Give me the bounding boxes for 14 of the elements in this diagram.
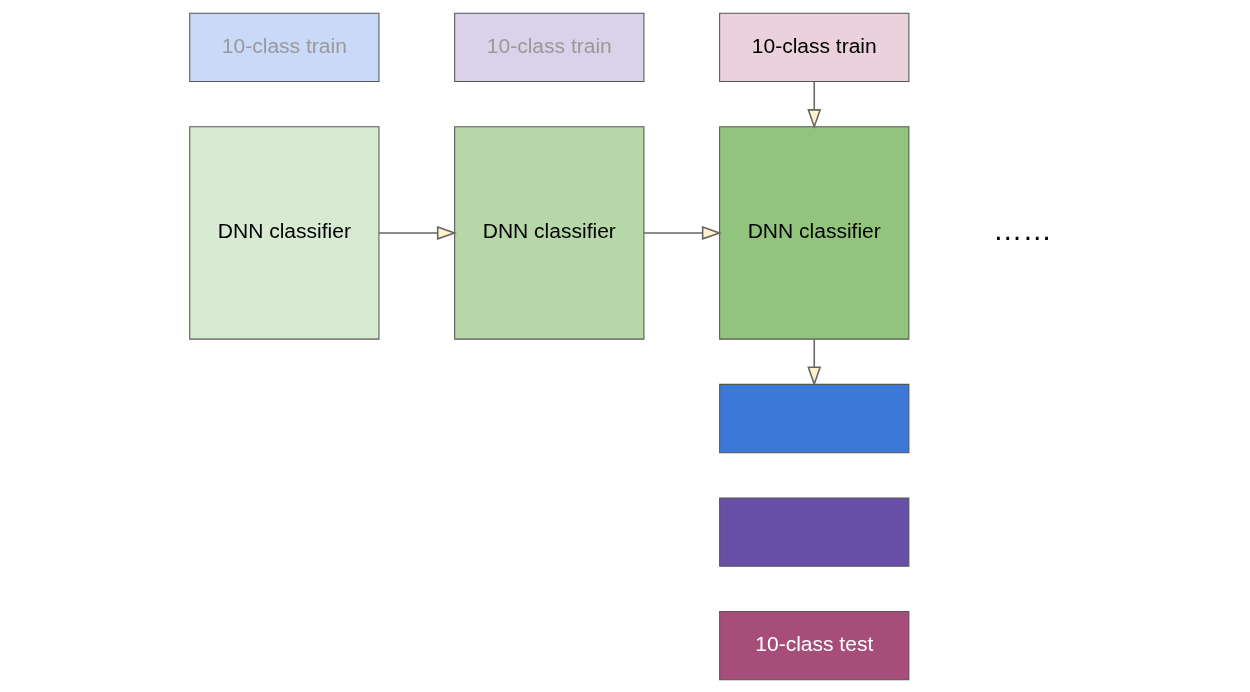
arrow: [807, 338, 822, 386]
node-box: 10-class test: [719, 610, 910, 680]
node-box: DNN classifier: [454, 125, 645, 340]
node-box: DNN classifier: [719, 125, 910, 340]
arrow: [807, 80, 822, 129]
arrow: [643, 225, 722, 240]
node-box: 10-class train: [719, 12, 910, 82]
node-box: 10-class train: [189, 12, 380, 82]
node-box: DNN classifier: [189, 125, 380, 340]
node-box: [719, 496, 910, 567]
label: ……: [993, 212, 1052, 246]
node-box: 10-class train: [454, 12, 645, 82]
arrow: [378, 225, 457, 240]
node-box: [719, 383, 910, 453]
